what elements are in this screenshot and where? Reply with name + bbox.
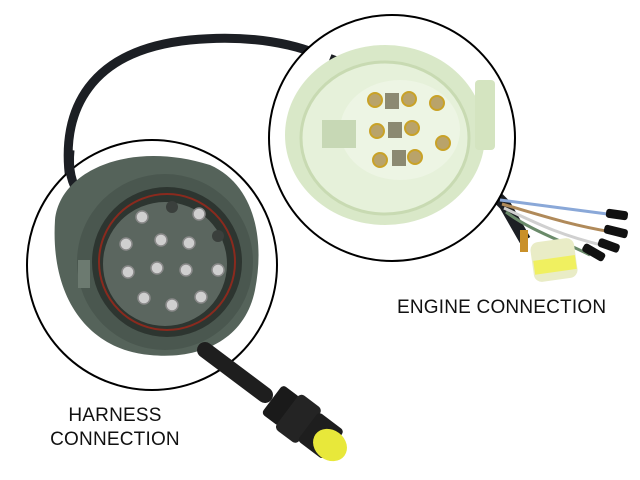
harness-label-line2: CONNECTION [50,429,180,450]
engine-lead-plug [530,238,578,282]
wire-leads [499,198,629,262]
harness-tube [197,342,347,462]
engine-connector [285,45,495,225]
harness-label-line1: HARNESS [68,405,162,426]
harness-connector [54,156,259,356]
harness-connection-label: HARNESS CONNECTION [45,404,185,452]
main-cable [63,33,335,185]
engine-connection-label: ENGINE CONNECTION [397,297,607,318]
